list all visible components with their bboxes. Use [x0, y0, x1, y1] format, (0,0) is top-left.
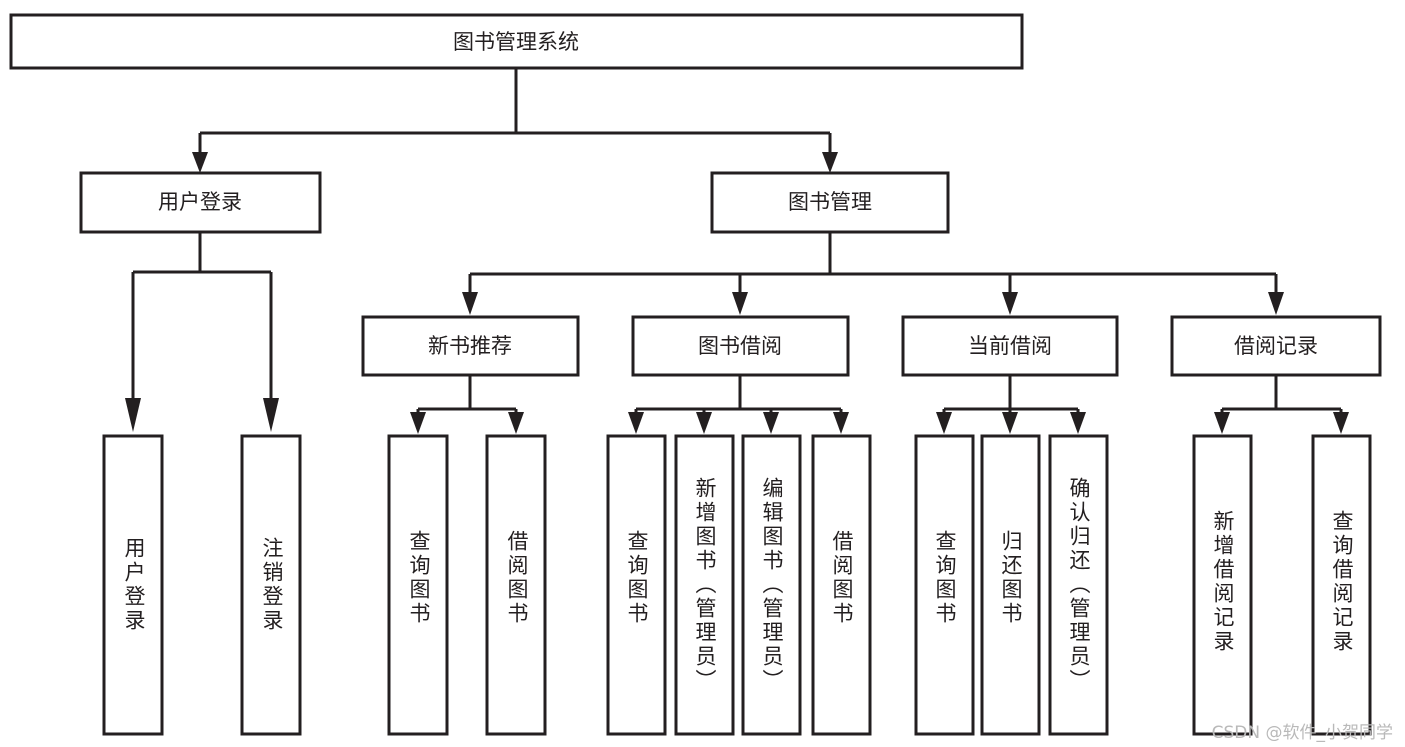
node-user-login-box[interactable] — [79, 171, 322, 234]
arrow-currentborrow-to-leaf-return-book — [1002, 412, 1018, 434]
arrow-bookmanage-to-borrow-record — [1268, 292, 1284, 315]
arrow-bookborrow-to-leaf-add-book — [696, 412, 712, 434]
edge-bookborrow-bus — [634, 375, 843, 418]
node-leaf-add-book-box[interactable] — [674, 434, 735, 736]
node-current-borrow[interactable]: 当前借阅 — [901, 315, 1119, 377]
arrow-bookborrow-to-leaf-borrow-book — [833, 412, 849, 434]
connector-layer — [125, 68, 1349, 434]
node-leaf-confirm-return-box[interactable] — [1048, 434, 1109, 736]
node-leaf-edit-book[interactable]: 编辑图书（管理员） — [741, 434, 802, 736]
node-current-borrow-box[interactable] — [901, 315, 1119, 377]
node-root-box[interactable] — [9, 13, 1024, 70]
node-leaf-confirm-return-label: 确认归还（管理员） — [1067, 477, 1091, 693]
node-user-login-label: 用户登录 — [158, 190, 242, 214]
node-leaf-query-book-3-label: 查询图书 — [933, 530, 957, 626]
node-book-manage-label: 图书管理 — [788, 190, 872, 214]
arrow-currentborrow-to-leaf-confirm-return — [1070, 412, 1086, 434]
arrow-root-to-book-manage — [822, 152, 838, 173]
arrow-bookborrow-to-leaf-query-book — [628, 412, 644, 434]
node-leaf-borrow-book-2-box[interactable] — [811, 434, 872, 736]
node-leaf-logout[interactable]: 注销登录 — [240, 434, 302, 736]
node-leaf-edit-book-label: 编辑图书（管理员） — [760, 477, 784, 693]
arrow-bookmanage-to-book-borrow — [732, 292, 748, 315]
node-leaf-query-book-2[interactable]: 查询图书 — [606, 434, 667, 736]
arrow-bookmanage-to-current-borrow — [1002, 292, 1018, 315]
node-new-book-rec-label: 新书推荐 — [428, 334, 512, 358]
edge-borrowrecord-bus — [1220, 375, 1343, 418]
node-leaf-query-book-2-box[interactable] — [606, 434, 667, 736]
node-leaf-query-book-1-box[interactable] — [387, 434, 449, 736]
node-leaf-query-book-3[interactable]: 查询图书 — [914, 434, 975, 736]
edge-bookmanage-bus — [468, 232, 1278, 294]
node-book-borrow-label: 图书借阅 — [698, 334, 782, 358]
node-borrow-record[interactable]: 借阅记录 — [1170, 315, 1382, 377]
node-leaf-user-login[interactable]: 用户登录 — [102, 434, 164, 736]
node-borrow-record-box[interactable] — [1170, 315, 1382, 377]
node-leaf-edit-book-box[interactable] — [741, 434, 802, 736]
node-leaf-logout-label: 注销登录 — [260, 537, 284, 633]
node-leaf-add-book[interactable]: 新增图书（管理员） — [674, 434, 735, 736]
node-leaf-borrow-book-2[interactable]: 借阅图书 — [811, 434, 872, 736]
node-leaf-add-record-label: 新增借阅记录 — [1211, 510, 1235, 654]
edge-root-bus — [198, 68, 832, 156]
node-root[interactable]: 图书管理系统 — [9, 13, 1024, 70]
arrow-newbookrec-to-leaf-borrow-book — [508, 412, 524, 434]
node-current-borrow-label: 当前借阅 — [968, 334, 1052, 358]
node-leaf-add-record-box[interactable] — [1192, 434, 1253, 736]
node-leaf-query-record[interactable]: 查询借阅记录 — [1311, 434, 1372, 736]
node-leaf-query-book-1[interactable]: 查询图书 — [387, 434, 449, 736]
node-leaf-borrow-book-1-box[interactable] — [485, 434, 547, 736]
node-leaf-add-record[interactable]: 新增借阅记录 — [1192, 434, 1253, 736]
arrow-borrowrecord-to-leaf-query-record — [1333, 412, 1349, 434]
node-leaf-borrow-book-1[interactable]: 借阅图书 — [485, 434, 547, 736]
node-leaf-borrow-book-2-label: 借阅图书 — [830, 530, 854, 626]
node-leaf-return-book-box[interactable] — [980, 434, 1041, 736]
arrow-bookmanage-to-new-book-rec — [462, 292, 478, 315]
arrow-userlogin-to-leaf-user-login — [125, 398, 141, 432]
node-book-borrow[interactable]: 图书借阅 — [631, 315, 850, 377]
node-root-label: 图书管理系统 — [453, 30, 579, 54]
node-book-manage[interactable]: 图书管理 — [710, 171, 950, 234]
node-leaf-query-book-3-box[interactable] — [914, 434, 975, 736]
edge-currentborrow-bus — [942, 375, 1080, 418]
node-book-borrow-box[interactable] — [631, 315, 850, 377]
node-leaf-query-book-1-label: 查询图书 — [407, 530, 431, 626]
arrow-root-to-user-login — [192, 152, 208, 173]
node-leaf-query-record-box[interactable] — [1311, 434, 1372, 736]
node-leaf-add-book-label: 新增图书（管理员） — [693, 477, 717, 693]
node-new-book-rec-box[interactable] — [361, 315, 580, 377]
node-user-login[interactable]: 用户登录 — [79, 171, 322, 234]
node-borrow-record-label: 借阅记录 — [1234, 334, 1318, 358]
arrow-userlogin-to-leaf-logout — [263, 398, 279, 432]
node-book-manage-box[interactable] — [710, 171, 950, 234]
node-leaf-borrow-book-1-label: 借阅图书 — [505, 530, 529, 626]
csdn-watermark: CSDN @软件_小贺同学 — [1211, 723, 1393, 743]
arrow-borrowrecord-to-leaf-add-record — [1214, 412, 1230, 434]
node-leaf-confirm-return[interactable]: 确认归还（管理员） — [1048, 434, 1109, 736]
arrow-bookborrow-to-leaf-edit-book — [763, 412, 779, 434]
arrow-currentborrow-to-leaf-query-book — [936, 412, 952, 434]
node-leaf-user-login-label: 用户登录 — [122, 537, 146, 633]
edge-newbookrec-bus — [416, 375, 518, 418]
edge-userlogin-bus — [131, 232, 273, 400]
node-leaf-user-login-box[interactable] — [102, 434, 164, 736]
node-leaf-return-book-label: 归还图书 — [999, 530, 1023, 626]
node-leaf-logout-box[interactable] — [240, 434, 302, 736]
node-new-book-rec[interactable]: 新书推荐 — [361, 315, 580, 377]
node-leaf-query-record-label: 查询借阅记录 — [1330, 510, 1354, 654]
arrow-newbookrec-to-leaf-query-book — [410, 412, 426, 434]
node-leaf-query-book-2-label: 查询图书 — [625, 530, 649, 626]
node-leaf-return-book[interactable]: 归还图书 — [980, 434, 1041, 736]
